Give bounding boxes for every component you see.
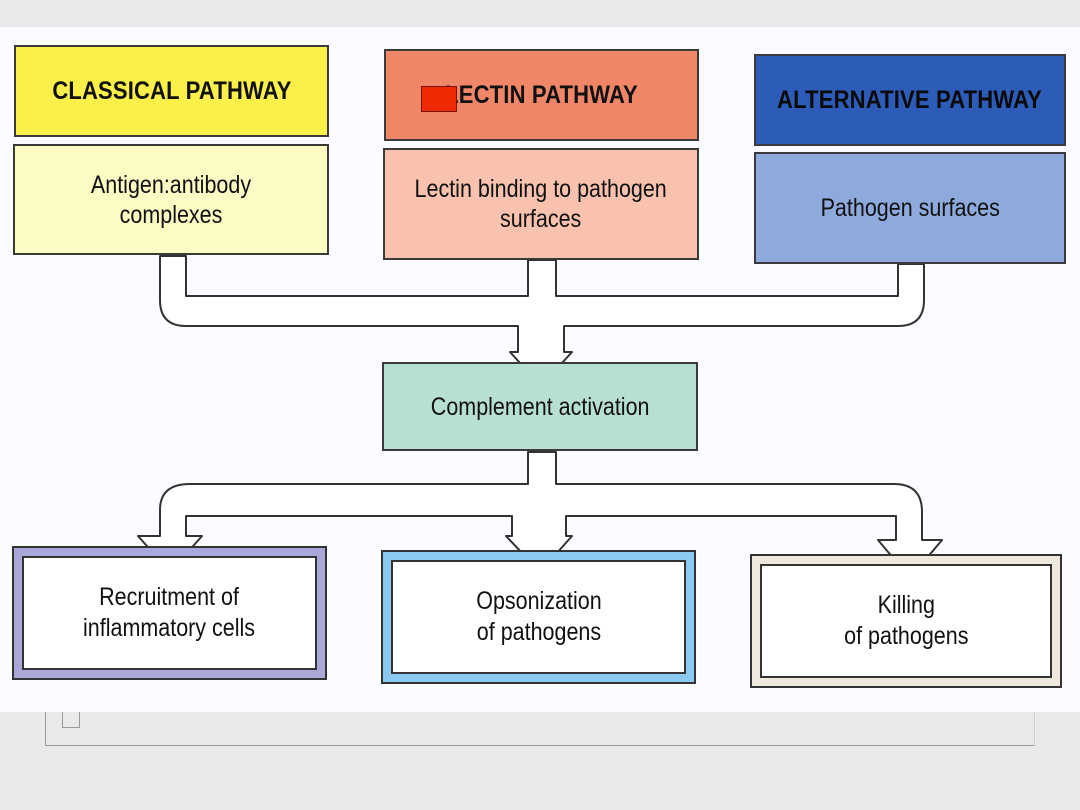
lectin-pathway-title-text: LECTIN PATHWAY — [445, 80, 638, 109]
complement-activation-text: Complement activation — [430, 392, 650, 421]
outcome-recruitment-text: Recruitment of inflammatory cells — [83, 583, 256, 642]
classical-pathway-title: CLASSICAL PATHWAY — [14, 45, 329, 137]
classical-pathway-title-text: CLASSICAL PATHWAY — [51, 76, 292, 105]
merge-arrow — [159, 255, 925, 387]
alternative-pathway-title-text: ALTERNATIVE PATHWAY — [777, 85, 1043, 114]
outcome-opsonization-box: Opsonization of pathogens — [391, 560, 686, 674]
complement-activation-box: Complement activation — [382, 362, 698, 451]
outcome-killing-text: Killing of pathogens — [843, 591, 969, 650]
classical-trigger-box: Antigen:antibody complexes — [13, 144, 329, 255]
classical-trigger-text: Antigen:antibody complexes — [90, 170, 252, 229]
red-overlay-block — [421, 86, 457, 112]
outcome-killing-box: Killing of pathogens — [760, 564, 1052, 678]
alternative-trigger-text: Pathogen surfaces — [820, 194, 1000, 222]
outcome-recruitment-box: Recruitment of inflammatory cells — [22, 556, 317, 670]
alternative-trigger-box: Pathogen surfaces — [754, 152, 1066, 264]
alternative-pathway-title: ALTERNATIVE PATHWAY — [754, 54, 1066, 146]
footer-corner-mark — [62, 712, 80, 728]
lectin-trigger-box: Lectin binding to pathogen surfaces — [383, 148, 699, 260]
footer-frame — [45, 712, 1035, 746]
outcome-opsonization-text: Opsonization of pathogens — [475, 587, 602, 646]
lectin-trigger-text: Lectin binding to pathogen surfaces — [414, 175, 668, 233]
